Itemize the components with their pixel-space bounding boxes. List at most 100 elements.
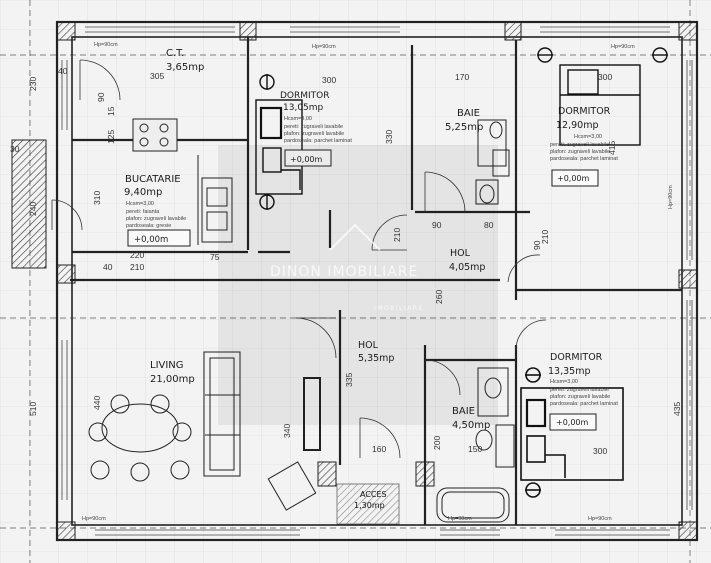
room-hol-2-name: HOL	[358, 340, 379, 351]
room-ct: C.T. 3,65mp	[166, 48, 204, 73]
dim-k-90: 90	[96, 92, 106, 102]
room-dormitor-1-name: DORMITOR	[280, 91, 330, 101]
dim-c-200: 200	[432, 436, 442, 450]
room-hol-1: HOL 4,05mp	[449, 248, 485, 273]
dim-left-310: 310	[92, 191, 102, 205]
dim-hp-dorm: Hp=90cm	[312, 44, 336, 50]
dim-c-260: 260	[434, 290, 444, 304]
dim-c-160: 160	[372, 444, 386, 454]
pillars	[56, 21, 698, 541]
dim-c-340: 340	[282, 424, 292, 438]
dim-top-300: 300	[322, 75, 336, 85]
dim-k-210: 210	[130, 262, 144, 272]
room-dormitor-2-hcsm: Hcsm=3,00	[574, 134, 602, 140]
room-dormitor-1-note-1: plafon: zugraveli lavabile	[284, 131, 344, 137]
bed-dormitor-1	[255, 74, 303, 210]
windows	[61, 26, 693, 536]
dim-c-90: 90	[432, 220, 442, 230]
room-bucatarie: BUCATARIE 9,40mp Hcsm=3,00 pereti: faian…	[124, 174, 186, 245]
dim-r-90: 90	[532, 240, 542, 250]
room-dormitor-3-level: +0,00m	[556, 418, 589, 427]
room-dormitor-2-note-2: pardoseala: parchet laminat	[550, 156, 618, 162]
room-dormitor-3-note-2: pardoseala: parchet laminat	[550, 401, 618, 407]
room-baie-2: BAIE 4,50mp	[452, 406, 490, 431]
room-bucatarie-note-0: pereti: faianta	[126, 209, 160, 215]
dim-top-170: 170	[455, 72, 469, 82]
room-ct-name: C.T.	[166, 48, 184, 59]
room-hol-2-area: 5,35mp	[358, 353, 394, 364]
room-baie-2-area: 4,50mp	[452, 420, 490, 431]
living-furniture	[88, 351, 321, 511]
room-bucatarie-area: 9,40mp	[124, 187, 162, 198]
dim-left-510: 510	[28, 402, 38, 416]
room-baie-1-name: BAIE	[457, 108, 480, 119]
room-baie-2-name: BAIE	[452, 406, 475, 417]
bathroom-1-fixtures	[475, 119, 510, 205]
room-bucatarie-note-2: pardoseala: gresie	[126, 223, 171, 229]
room-dormitor-3-area: 13,35mp	[548, 366, 590, 377]
left-bay	[11, 139, 47, 269]
room-dormitor-1: DORMITOR 13,05mp Hcsm=3,00 pereti: zugra…	[280, 91, 352, 164]
dim-k-75: 75	[210, 252, 220, 262]
dim-c-335: 335	[344, 373, 354, 387]
dim-r-435: 435	[672, 402, 682, 416]
room-dormitor-1-hcsm: Hcsm=3,00	[284, 116, 312, 122]
dim-k-220: 220	[130, 250, 144, 260]
room-dormitor-2-note-1: plafon: zugraveli lavabile	[550, 149, 610, 155]
dim-left-230: 230	[28, 77, 38, 91]
room-living-name: LIVING	[150, 360, 184, 371]
dim-hp-ct: Hp=90cm	[94, 42, 118, 48]
room-dormitor-2-level: +0,00m	[557, 174, 590, 183]
bed-dormitor-3	[520, 367, 624, 498]
dimension-labels: 305 300 170 300 Hp=90cm Hp=90cm Hp=90cm …	[10, 42, 682, 522]
room-dormitor-3-note-0: pereti: zugraveli lavabile	[550, 387, 609, 393]
access-hatch	[336, 483, 400, 525]
room-acces: ACCES 1,30mp	[354, 490, 387, 510]
room-dormitor-2-name: DORMITOR	[558, 106, 611, 117]
room-baie-1-area: 5,25mp	[445, 122, 483, 133]
room-dormitor-2-note-0: pereti: zugraveli lavabile	[550, 142, 609, 148]
room-hol-1-area: 4,05mp	[449, 262, 485, 273]
dim-hp-side: Hp=90cm	[668, 185, 674, 209]
dim-k-15: 15	[106, 106, 116, 116]
dim-c-330: 330	[384, 130, 394, 144]
room-bucatarie-note-1: plafon: zugraveli lavabile	[126, 216, 186, 222]
dim-r-415: 415	[607, 141, 617, 155]
dim-r-300: 300	[593, 446, 607, 456]
dim-top-300b: 300	[598, 72, 612, 82]
dim-hp-bottom-mid: Hp=90cm	[448, 516, 472, 522]
room-bucatarie-level: +0,00m	[134, 235, 168, 245]
room-dormitor-2-area: 12,90mp	[556, 120, 598, 131]
room-dormitor-3: DORMITOR 13,35mp Hcsm=3,00 pereti: zugra…	[548, 352, 618, 427]
dim-top-305: 305	[150, 71, 164, 81]
watermark-panel	[218, 145, 498, 425]
dim-c-80: 80	[484, 220, 494, 230]
room-bucatarie-hcsm: Hcsm=3,00	[126, 201, 154, 207]
room-living-area: 21,00mp	[150, 374, 195, 385]
door-swings	[51, 59, 547, 459]
watermark-brand: DINON IMOBILIARE	[270, 264, 418, 280]
room-acces-area: 1,30mp	[354, 501, 385, 510]
watermark-sub: IMOBILIARE	[374, 305, 424, 312]
dim-r-210: 210	[540, 230, 550, 244]
dim-k-40: 40	[103, 262, 113, 272]
room-dormitor-3-hcsm: Hcsm=3,00	[550, 379, 578, 385]
room-ct-area: 3,65mp	[166, 62, 204, 73]
watermark: DINON IMOBILIARE IMOBILIARE	[270, 223, 424, 312]
interior-walls	[70, 37, 682, 525]
dim-c-150: 150	[468, 444, 482, 454]
room-bucatarie-name: BUCATARIE	[125, 174, 181, 185]
room-dormitor-1-note-0: pereti: zugraveli lavabile	[284, 124, 343, 130]
watermark-house-icon	[329, 223, 381, 251]
room-dormitor-1-level: +0,00m	[290, 155, 323, 164]
room-acces-name: ACCES	[360, 490, 387, 499]
dim-hp-right: Hp=90cm	[611, 44, 635, 50]
room-living: LIVING 21,00mp	[150, 360, 195, 385]
dim-hp-bottom-right: Hp=90cm	[588, 516, 612, 522]
room-baie-1: BAIE 5,25mp	[445, 108, 483, 133]
bed-dormitor-2	[537, 47, 668, 146]
room-hol-1-name: HOL	[450, 248, 471, 259]
kitchen-fixtures	[132, 118, 233, 245]
